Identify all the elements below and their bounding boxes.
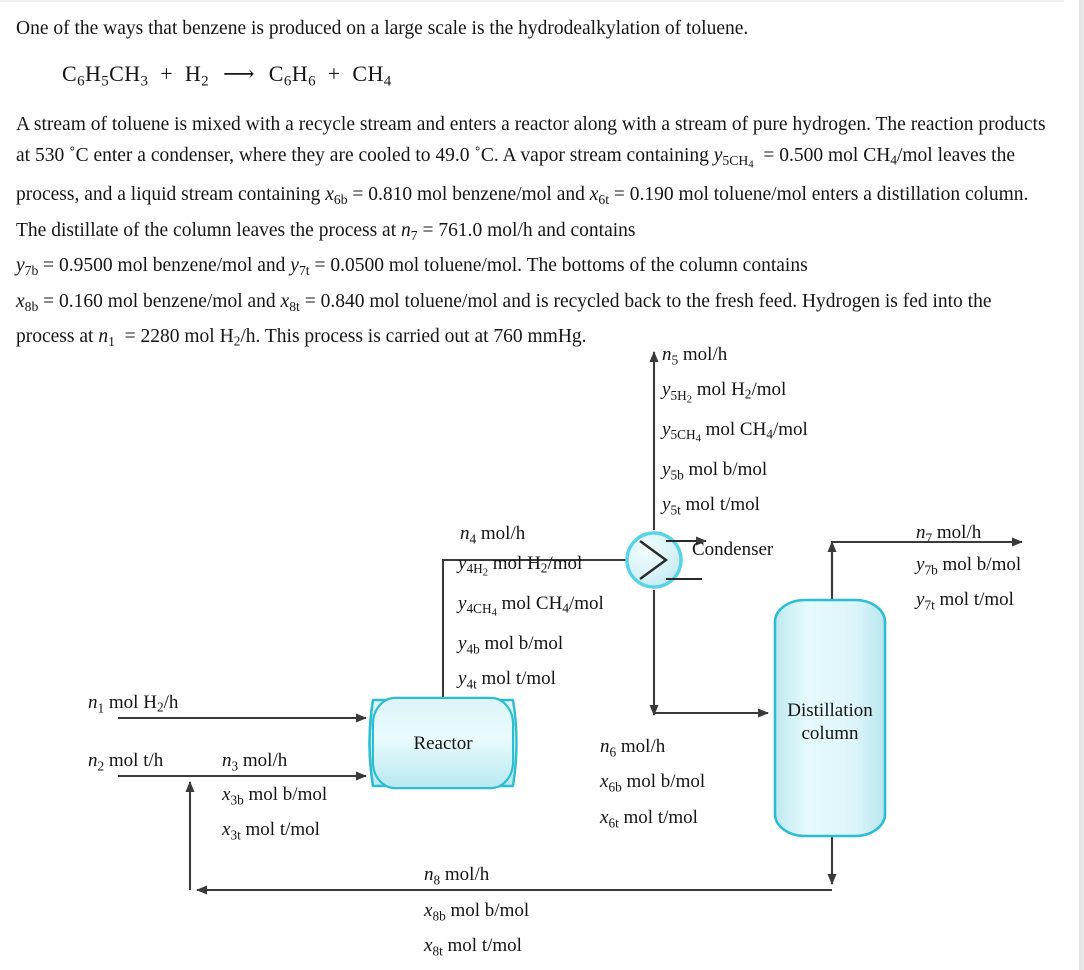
stream-3-x-t: x3t mol t/mol (222, 819, 320, 843)
equation-reactant-1: C6H5CH3 (62, 60, 149, 89)
symbol-x8b: x8b (16, 290, 39, 314)
reaction-arrow-icon: ⟶ (222, 60, 255, 86)
body-line-3c: = 0.190 mol toluene/mol enters a (613, 183, 872, 205)
body-line-5b: = 0.0500 mol toluene/mol. The bottoms of… (314, 255, 808, 277)
column-label-line-1: Distillation (787, 700, 873, 721)
chemical-equation: C6H5CH3 + H2 ⟶ C6H6 + CH4 (62, 59, 1056, 97)
stream-8-n: n8 mol/h (424, 864, 490, 888)
body-line-2a: products at 530 ˚C enter a condenser, wh… (16, 114, 1046, 166)
stream-6-n: n6 mol/h (600, 736, 666, 760)
body-line-2b: = 0.500 mol CH4/mol (758, 144, 933, 168)
process-flow-diagram: n5 mol/h y5H2 mol H2/mol y5CH4 mol CH4/m… (0, 330, 1084, 970)
symbol-x6b: x6b (325, 183, 348, 208)
body-line-5a: = 0.9500 mol benzene/mol and (43, 255, 286, 277)
stream-4-y-ch4: y4CH4 mol CH4/mol (458, 592, 604, 619)
symbol-n7: n7 (401, 219, 418, 243)
condenser-body (625, 531, 683, 589)
stream-4-line (441, 555, 637, 700)
symbol-x6t: x6t (589, 183, 610, 208)
equation-reactant-2: H2 (184, 60, 210, 89)
symbol-n1: n1 (98, 326, 115, 350)
diagram-canvas (118, 351, 1023, 895)
equation-plus-1: + (154, 60, 179, 86)
reactor-label: Reactor (413, 733, 473, 754)
body-line-7b: = 2280 mol H2/h. This process is carried… (119, 326, 587, 350)
equation-plus-2: + (321, 60, 347, 86)
body-line-4a: distillation column. The distillate of t… (16, 183, 1029, 241)
stream-2-label: n2 mol t/h (88, 750, 164, 774)
stream-6-x-b: x6b mol b/mol (600, 771, 706, 795)
body-line-6b: = 0.840 mol toluene/mol and is recycled … (304, 290, 992, 312)
problem-statement: One of the ways that benzene is produced… (16, 14, 1056, 358)
column-label-line-2: column (801, 723, 859, 744)
stream-4-y-t: y4t mol t/mol (458, 668, 556, 692)
stream-5-y-b: y5b mol b/mol (662, 459, 768, 483)
distillation-column-label: Distillation column (775, 699, 885, 745)
stream-3-n: n3 mol/h (222, 750, 288, 774)
stream-4-composition: y4H2 mol H2/mol y4CH4 mol CH4/mol y4b mo… (458, 549, 604, 699)
equation-product-2: CH4 (352, 60, 392, 89)
symbol-y7b: y7b (16, 255, 39, 279)
stream-3-x-b: x3b mol b/mol (222, 784, 328, 808)
stream-7-composition: y7b mol b/mol y7t mol t/mol (916, 550, 1021, 621)
stream-7-n: n7 mol/h (916, 522, 982, 546)
stream-6-labels: n6 mol/h x6b mol b/mol x6t mol t/mol (600, 732, 705, 838)
stream-7-y-t: y7t mol t/mol (916, 589, 1014, 613)
stream-8-x-t: x8t mol t/mol (424, 935, 522, 959)
body-paragraph: A stream of toluene is mixed with a recy… (16, 110, 1056, 357)
stream-7-y-b: y7b mol b/mol (916, 554, 1022, 578)
stream-4-y-b: y4b mol b/mol (458, 632, 564, 657)
body-line-3b: = 0.810 mol benzene/mol and (352, 183, 585, 205)
symbol-y5ch4: y5CH4 (713, 144, 754, 171)
body-line-6a: = 0.160 mol benzene/mol and (43, 290, 276, 312)
body-line-4b: = 761.0 mol/h and contains (422, 219, 636, 241)
stream-5-y-t: y5t mol t/mol (662, 494, 760, 518)
body-line-7a: process at (16, 326, 94, 348)
condenser-label: Condenser (692, 539, 774, 560)
stream-5-n: n5 mol/h (662, 344, 728, 368)
body-line-3a: leaves the process, and a liquid stream … (16, 144, 1015, 205)
stream-8-x-b: x8b mol b/mol (424, 900, 530, 924)
stream-3-composition: x3b mol b/mol x3t mol t/mol (222, 780, 327, 851)
condenser-chevron-icon (639, 540, 669, 580)
equation-product-1: C6H6 (268, 60, 316, 89)
symbol-x8t: x8t (280, 290, 300, 314)
symbol-y7t: y7t (290, 255, 310, 279)
stream-4-y-h2: y4H2 mol H2/mol (458, 553, 583, 579)
right-edge-divider (1079, 0, 1082, 970)
intro-paragraph: One of the ways that benzene is produced… (16, 18, 749, 39)
body-line-1: A stream of toluene is mixed with a recy… (16, 114, 974, 136)
stream-4-n: n4 mol/h (460, 523, 526, 547)
top-divider (0, 0, 1064, 2)
stream-6-x-t: x6t mol t/mol (600, 806, 698, 830)
stream-1-label: n1 mol H2/h (88, 692, 179, 716)
stream-5-labels: n5 mol/h y5H2 mol H2/mol y5CH4 mol CH4/m… (662, 340, 808, 526)
stream-8-composition: x8b mol b/mol x8t mol t/mol (424, 896, 529, 967)
stream-5-y-ch4: y5CH4 mol CH4/mol (662, 419, 808, 446)
reactor-outline (371, 696, 515, 790)
stream-5-y-h2: y5H2 mol H2/mol (662, 379, 787, 406)
distillation-column-vessel (773, 598, 887, 838)
